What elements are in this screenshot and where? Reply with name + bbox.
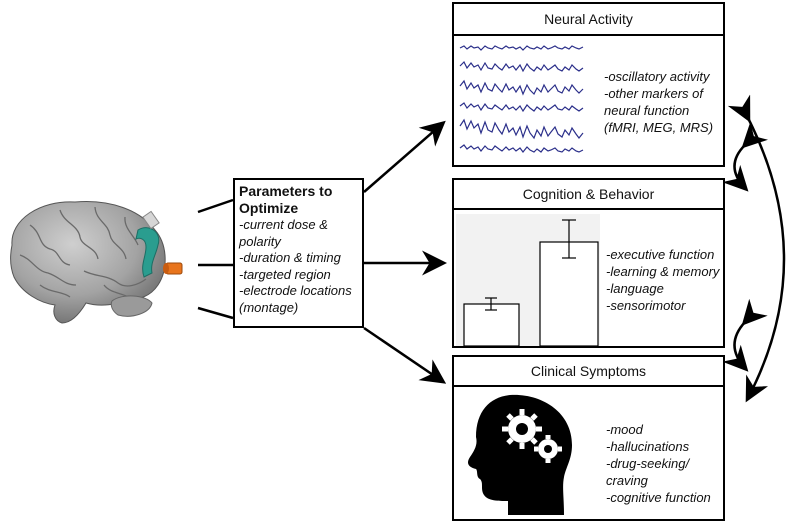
- neural-activity-box: Neural Activity -oscillatory activity -o…: [452, 2, 725, 167]
- eeg-trace: [459, 60, 584, 73]
- eeg-trace: [459, 45, 584, 51]
- neural-item: -oscillatory activity: [604, 69, 710, 84]
- parameters-box: Parameters to Optimize -current dose & p…: [233, 178, 364, 328]
- brain-to-params-line-bot: [197, 306, 234, 320]
- parameter-item: -electrode locations: [239, 283, 352, 298]
- arrow-to-clinical: [363, 326, 447, 384]
- clinical-symptoms-title: Clinical Symptoms: [530, 363, 647, 379]
- anode-electrode: [135, 227, 160, 278]
- bar-plot: [463, 219, 599, 346]
- bidir-arrow-neural-clinical: [727, 94, 786, 403]
- arrow-to-neural: [363, 120, 446, 193]
- cognition-item: -learning & memory: [606, 264, 720, 279]
- clinical-item: -hallucinations: [606, 439, 690, 454]
- brain-to-params-line-top: [197, 198, 234, 214]
- eeg-traces: [459, 45, 584, 153]
- neural-activity-title: Neural Activity: [544, 11, 633, 27]
- cognition-item: -executive function: [606, 247, 715, 262]
- neural-title-bar: [454, 4, 723, 36]
- eeg-trace: [459, 118, 584, 140]
- clinical-item: craving: [606, 473, 648, 488]
- bidir-arrow-neural-cognition: [722, 122, 768, 192]
- parameter-item: -duration & timing: [239, 250, 341, 265]
- bidir-arrow-cognition-clinical: [722, 298, 768, 372]
- brain-illustration: [10, 201, 183, 324]
- bar-plot-panel: [456, 214, 600, 346]
- cathode-electrode: [163, 262, 183, 275]
- clinical-symptoms-list: -mood -hallucinations -drug-seeking/ cra…: [606, 421, 711, 506]
- clinical-item: -cognitive function: [606, 490, 711, 505]
- clinical-item: -mood: [606, 422, 643, 437]
- parameter-item: (montage): [239, 299, 299, 315]
- neural-item: (fMRI, MEG, MRS): [604, 120, 714, 135]
- cognition-behavior-box: Cognition & Behavior -executive function…: [452, 178, 725, 348]
- cognition-behavior-title: Cognition & Behavior: [522, 186, 655, 202]
- neural-activity-list: -oscillatory activity -other markers of …: [604, 68, 713, 136]
- cognition-item: -language: [606, 281, 664, 296]
- cognition-title-bar: [454, 180, 723, 210]
- neural-item: neural function: [604, 103, 690, 118]
- cognition-behavior-list: -executive function -learning & memory -…: [606, 246, 719, 314]
- neural-item: -other markers of: [604, 86, 703, 101]
- head-gears-icon: [468, 394, 572, 515]
- cerebellum-shape: [110, 295, 153, 317]
- eeg-trace: [459, 79, 584, 96]
- clinical-item: -drug-seeking/: [606, 456, 690, 471]
- reference-electrode-grey: [142, 210, 160, 230]
- parameters-title: Parameters to Optimize: [239, 183, 333, 216]
- cognition-item: -sensorimotor: [606, 298, 686, 313]
- parameter-item: -current dose &: [239, 217, 328, 232]
- eeg-trace: [459, 102, 584, 113]
- parameter-item: polarity: [239, 233, 281, 249]
- eeg-trace: [459, 144, 584, 153]
- clinical-symptoms-box: Clinical Symptoms -mood -hallucinations …: [452, 355, 725, 521]
- clinical-title-bar: [454, 357, 723, 387]
- bar-high: [539, 241, 599, 346]
- parameter-item: -targeted region: [239, 266, 331, 282]
